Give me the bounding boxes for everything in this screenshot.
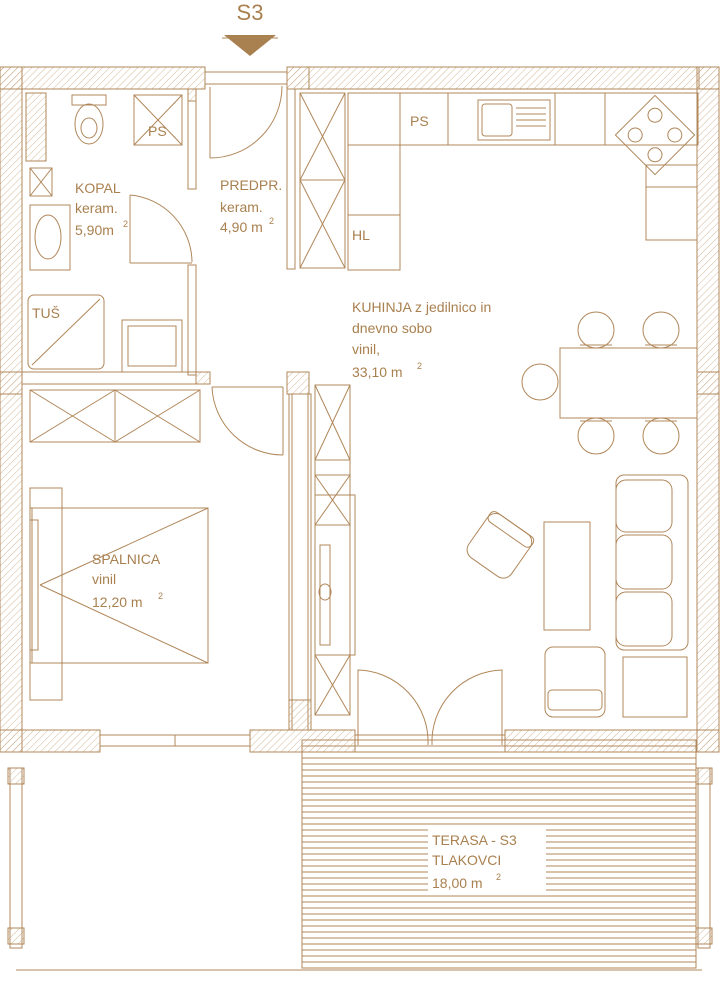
bathroom-fixtures: PS TUŠ	[25, 92, 183, 373]
section-marker-label: S3	[237, 0, 264, 25]
kopalnica-material: keram.	[75, 200, 118, 216]
entrance-door	[205, 71, 287, 159]
terrace	[7, 739, 713, 971]
predprostor-area: 4,90 m	[220, 219, 263, 235]
spalnica-area-sup: 2	[158, 591, 163, 601]
kitchen-ps-label: PS	[410, 113, 429, 129]
label-predprostor: PREDPR. keram. 4,90 m 2	[220, 177, 282, 235]
living-furniture	[314, 384, 689, 718]
bathroom-door	[129, 194, 193, 264]
bedroom-door	[211, 386, 284, 456]
terasa-material: TLAKOVCI	[432, 852, 501, 868]
kopalnica-area-sup: 2	[123, 219, 128, 229]
dining-set	[521, 311, 698, 455]
spalnica-name: SPALNICA	[92, 551, 161, 567]
kopalnica-area: 5,90m	[75, 222, 114, 238]
label-kuhinja: KUHINJA z jedilnico in dnevno sobo vinil…	[352, 299, 491, 380]
label-spalnica: SPALNICA vinil 12,20 m 2	[92, 551, 163, 610]
hl-label: HL	[352, 227, 370, 243]
kuhinja-name2: dnevno sobo	[352, 320, 432, 336]
kuhinja-area: 33,10 m	[352, 364, 403, 380]
label-kopalnica: KOPAL keram. 5,90m 2	[75, 180, 128, 238]
spalnica-area: 12,20 m	[92, 594, 143, 610]
kuhinja-area-sup: 2	[417, 361, 422, 371]
label-terasa: TERASA - S3 TLAKOVCI 18,00 m 2	[428, 828, 546, 892]
terasa-area-sup: 2	[496, 872, 501, 882]
terasa-area: 18,00 m	[432, 875, 483, 891]
shower-label: TUŠ	[32, 305, 60, 321]
interior-walls	[21, 88, 312, 731]
section-arrow-icon	[224, 35, 276, 56]
bedroom-furniture	[29, 389, 209, 701]
kuhinja-name: KUHINJA z jedilnico in	[352, 299, 491, 315]
predprostor-area-sup: 2	[269, 216, 274, 226]
kopalnica-name: KOPAL	[75, 180, 121, 196]
hall-wardrobe	[299, 92, 346, 269]
terasa-name: TERASA - S3	[432, 832, 517, 848]
section-marker: S3	[222, 0, 278, 56]
kitchen-counter: PS HL	[347, 92, 699, 271]
kuhinja-material: vinil,	[352, 341, 380, 357]
exterior-walls	[0, 66, 720, 753]
spalnica-material: vinil	[92, 571, 116, 587]
bath-ps-label: PS	[148, 123, 167, 139]
predprostor-material: keram.	[220, 199, 263, 215]
predprostor-name: PREDPR.	[220, 177, 282, 193]
